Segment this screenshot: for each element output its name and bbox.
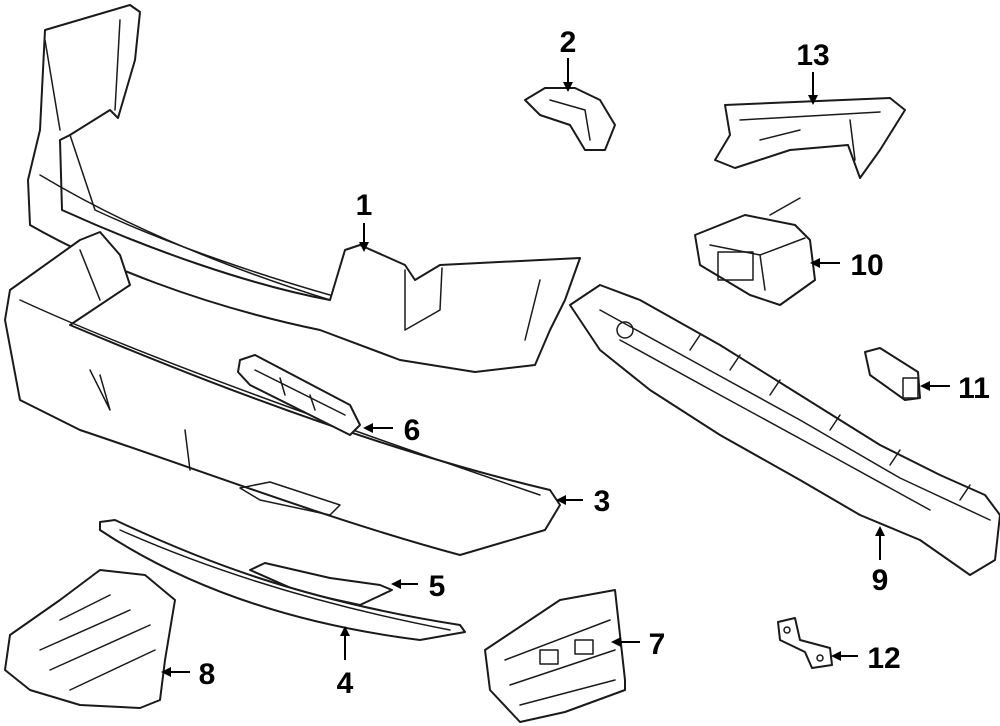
- part-13-bracket: [714, 97, 906, 179]
- callout-7: 7: [649, 628, 666, 661]
- callout-12: 12: [867, 642, 900, 675]
- part-1-bumper-cover: [27, 4, 581, 373]
- callout-5: 5: [429, 570, 446, 603]
- part-12-bracket: [777, 617, 833, 669]
- callout-3: 3: [594, 485, 611, 518]
- callout-13: 13: [796, 39, 829, 72]
- callout-2: 2: [560, 26, 577, 59]
- part-10-bracket: [694, 197, 816, 306]
- callout-9: 9: [872, 564, 889, 597]
- part-9-impact-bar: [569, 284, 1000, 576]
- callout-6: 6: [404, 414, 421, 447]
- part-8-splash-shield: [4, 569, 176, 709]
- part-7-shield: [484, 589, 626, 723]
- part-2-bracket: [524, 87, 616, 151]
- part-4-molding-strip: [99, 519, 466, 641]
- part-6-bracket: [237, 354, 361, 436]
- callout-10: 10: [850, 249, 883, 282]
- part-11-clip: [864, 347, 921, 401]
- callout-4: 4: [337, 667, 354, 700]
- callout-11: 11: [958, 372, 990, 405]
- part-3-lower-fascia: [4, 231, 561, 556]
- callout-1: 1: [356, 189, 373, 222]
- callout-8: 8: [199, 658, 216, 691]
